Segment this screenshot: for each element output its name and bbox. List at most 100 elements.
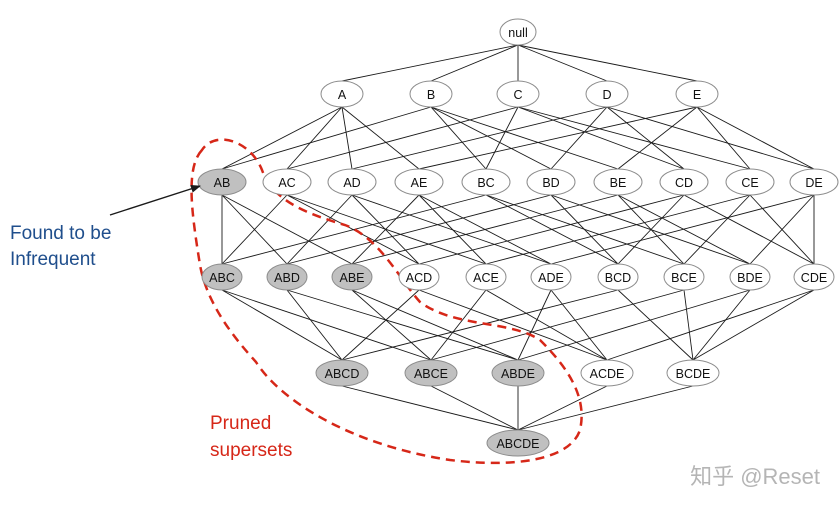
node-label-abce: ABCE <box>414 367 448 381</box>
node-ellipse-bce <box>663 263 705 291</box>
node-ellipse-b <box>409 80 453 108</box>
node-label-abde: ABDE <box>501 367 535 381</box>
edge-c-bc <box>485 106 519 170</box>
node-abd: ABD <box>266 263 308 291</box>
edge-bde-bcde <box>692 289 751 361</box>
node-abc: ABC <box>201 263 243 291</box>
edge-ce-ace <box>485 194 751 265</box>
node-ac: AC <box>262 168 312 196</box>
node-label-bce: BCE <box>671 271 697 285</box>
node-ellipse-ace <box>465 263 507 291</box>
edge-d-cd <box>606 106 685 170</box>
node-label-abc: ABC <box>209 271 235 285</box>
edge-a-ac <box>286 106 343 170</box>
node-label-cd: CD <box>675 176 693 190</box>
node-ellipse-abce <box>404 359 458 387</box>
edge-abd-abde <box>286 289 519 361</box>
edge-abe-abde <box>351 289 519 361</box>
edge-b-bd <box>430 106 552 170</box>
node-ellipse-abde <box>491 359 545 387</box>
node-acd: ACD <box>398 263 440 291</box>
node-d: D <box>585 80 629 108</box>
node-ellipse-acd <box>398 263 440 291</box>
node-a: A <box>320 80 364 108</box>
edge-e-ce <box>696 106 751 170</box>
node-label-bcde: BCDE <box>676 367 711 381</box>
edge-e-de <box>696 106 815 170</box>
edge-acd-acde <box>418 289 608 361</box>
node-cde: CDE <box>793 263 835 291</box>
node-ade: ADE <box>530 263 572 291</box>
edge-e-ae <box>418 106 698 170</box>
node-be: BE <box>593 168 643 196</box>
node-label-bc: BC <box>477 176 494 190</box>
node-label-ae: AE <box>411 176 428 190</box>
edge-a-ab <box>221 106 343 170</box>
node-ellipse-abc <box>201 263 243 291</box>
edge-ac-ace <box>286 194 487 265</box>
node-ellipse-a <box>320 80 364 108</box>
node-abcde: ABCDE <box>486 429 550 457</box>
infrequent-arrow <box>109 184 201 216</box>
edge-ace-abce <box>430 289 487 361</box>
edge-c-ac <box>286 106 519 170</box>
node-ellipse-ad <box>327 168 377 196</box>
edge-ce-bce <box>683 194 751 265</box>
node-ellipse-abcde <box>486 429 550 457</box>
edge-bc-abc <box>221 194 487 265</box>
edge-abd-abcd <box>286 289 343 361</box>
pruned-boundary <box>190 138 583 465</box>
node-ellipse-ab <box>197 168 247 196</box>
node-ae: AE <box>394 168 444 196</box>
node-ce: CE <box>725 168 775 196</box>
node-label-de: DE <box>805 176 822 190</box>
node-ellipse-ae <box>394 168 444 196</box>
edge-ae-ade <box>418 194 552 265</box>
node-label-e: E <box>693 88 701 102</box>
watermark: 知乎 @Reset <box>690 464 820 489</box>
node-label-bd: BD <box>542 176 559 190</box>
edge-abe-abce <box>351 289 432 361</box>
node-ellipse-acde <box>580 359 634 387</box>
node-e: E <box>675 80 719 108</box>
node-label-d: D <box>602 88 611 102</box>
node-ellipse-bc <box>461 168 511 196</box>
edge-e-be <box>617 106 698 170</box>
pruned-supersets-label-line2: supersets <box>210 440 292 461</box>
node-label-bde: BDE <box>737 271 763 285</box>
node-label-acd: ACD <box>406 271 432 285</box>
node-ellipse-bde <box>729 263 771 291</box>
node-label-ac: AC <box>278 176 295 190</box>
node-ad: AD <box>327 168 377 196</box>
edge-ab-abe <box>221 194 353 265</box>
edge-ab-abd <box>221 194 288 265</box>
node-label-acde: ACDE <box>590 367 625 381</box>
node-ellipse-d <box>585 80 629 108</box>
edge-bd-bde <box>550 194 751 265</box>
edge-null-a <box>341 44 519 82</box>
node-ellipse-bd <box>526 168 576 196</box>
edge-abc-abce <box>221 289 432 361</box>
node-label-abcd: ABCD <box>325 367 360 381</box>
edge-cde-bcde <box>692 289 815 361</box>
node-de: DE <box>789 168 839 196</box>
pruned-supersets-label-line1: Pruned <box>210 413 271 434</box>
node-label-ad: AD <box>343 176 360 190</box>
edge-bcd-bcde <box>617 289 694 361</box>
edge-ade-acde <box>550 289 608 361</box>
edge-b-bc <box>430 106 487 170</box>
node-ellipse-cde <box>793 263 835 291</box>
edge-acde-abcde <box>517 385 608 431</box>
edge-abcd-abcde <box>341 385 519 431</box>
node-label-null: null <box>508 26 527 40</box>
edge-de-ade <box>550 194 815 265</box>
node-bcde: BCDE <box>666 359 720 387</box>
edge-bcde-abcde <box>517 385 694 431</box>
node-abcd: ABCD <box>315 359 369 387</box>
edge-ce-cde <box>749 194 815 265</box>
node-label-be: BE <box>610 176 627 190</box>
node-c: C <box>496 80 540 108</box>
edge-ade-abde <box>517 289 552 361</box>
